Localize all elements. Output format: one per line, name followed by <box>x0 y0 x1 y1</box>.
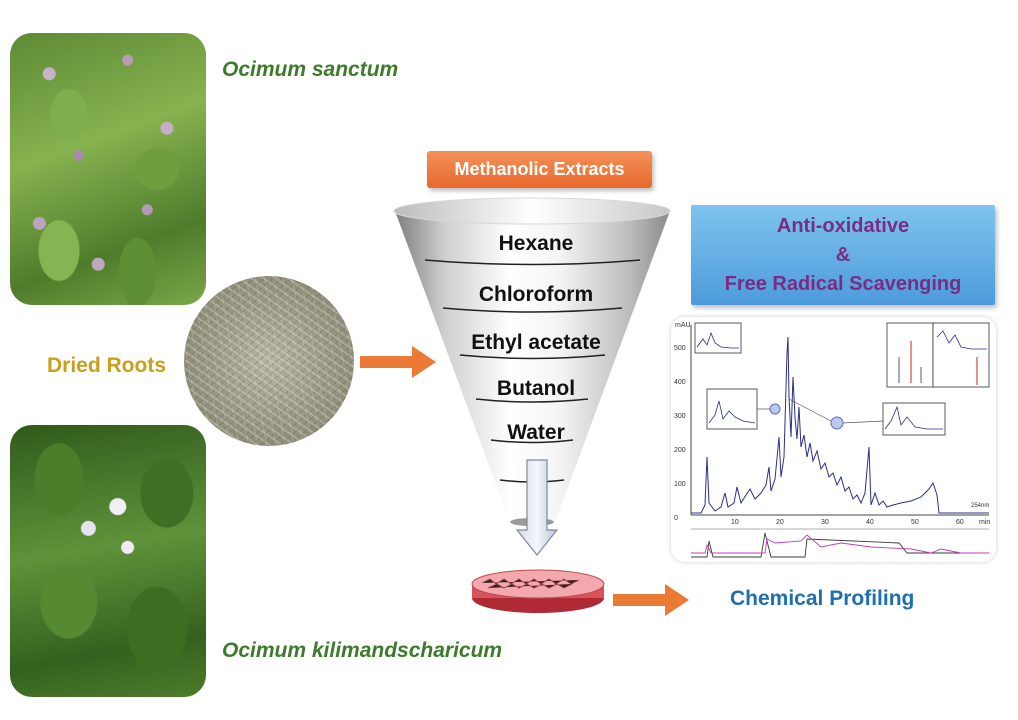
chromatogram-panel: mAU 500 400 300 200 100 0 10 20 30 40 50 60 254nm <box>671 317 996 562</box>
peak-marker-1 <box>769 403 781 415</box>
petri-dish <box>471 569 605 613</box>
methanolic-extracts-label: Methanolic Extracts <box>454 159 625 179</box>
inset-spectrum-2 <box>886 322 934 388</box>
ocimum-kilimandscharicum-photo <box>10 425 206 697</box>
ocimum-sanctum-photo <box>10 33 206 305</box>
chromatogram-trace <box>691 336 989 514</box>
x-tick-label: 20 <box>776 519 784 526</box>
dried-roots-photo <box>184 276 354 446</box>
x-tick-label: 60 <box>956 519 964 526</box>
activity-line2: & <box>835 243 851 266</box>
methanolic-extracts-box: Methanolic Extracts <box>427 151 652 188</box>
y-tick-label: 100 <box>674 481 686 488</box>
x-tick-label: 10 <box>731 519 739 526</box>
y-tick-label: 200 <box>674 447 686 454</box>
x-tick-label: 30 <box>821 519 829 526</box>
y-unit-label: mAU <box>675 322 691 329</box>
arrow-roots-to-funnel <box>360 346 436 378</box>
funnel-layer-hexane: Hexane <box>498 232 574 255</box>
x-tick-label: 40 <box>866 519 874 526</box>
inset-spectrum-1 <box>694 322 742 354</box>
activity-box: Anti-oxidative & Free Radical Scavenging <box>691 205 995 305</box>
activity-line3: Free Radical Scavenging <box>724 272 962 295</box>
arrow-dish-to-profiling <box>613 584 689 616</box>
species-bottom-label: Ocimum kilimandscharicum <box>222 639 503 662</box>
x-tick-label: 50 <box>911 519 919 526</box>
y-tick-label: 0 <box>674 515 678 522</box>
peak-marker-2 <box>830 416 844 430</box>
funnel-layer-water: Water <box>507 421 565 444</box>
y-tick-label: 300 <box>674 413 686 420</box>
species-top-label: Ocimum sanctum <box>222 58 399 81</box>
wavelength-label: 254nm <box>971 503 989 509</box>
activity-line1: Anti-oxidative <box>776 214 910 237</box>
chemical-profiling-label: Chemical Profiling <box>730 587 915 610</box>
y-tick-label: 400 <box>674 379 686 386</box>
dried-roots-label: Dried Roots <box>47 354 167 377</box>
inset-spectrum-5 <box>882 402 946 436</box>
arrow-funnel-to-dish <box>515 459 559 556</box>
funnel-layer-chloroform: Chloroform <box>478 283 594 306</box>
inset-spectrum-3 <box>932 322 990 388</box>
chromatogram: mAU 500 400 300 200 100 0 10 20 30 40 50 60 254nm <box>674 322 990 558</box>
x-unit-label: min <box>979 519 990 526</box>
lower-trace-strip <box>691 528 989 558</box>
funnel-layer-ethyl-acetate: Ethyl acetate <box>471 331 601 354</box>
inset-spectrum-4 <box>706 388 758 430</box>
y-tick-label: 500 <box>674 345 686 352</box>
funnel-layer-butanol: Butanol <box>496 377 576 400</box>
